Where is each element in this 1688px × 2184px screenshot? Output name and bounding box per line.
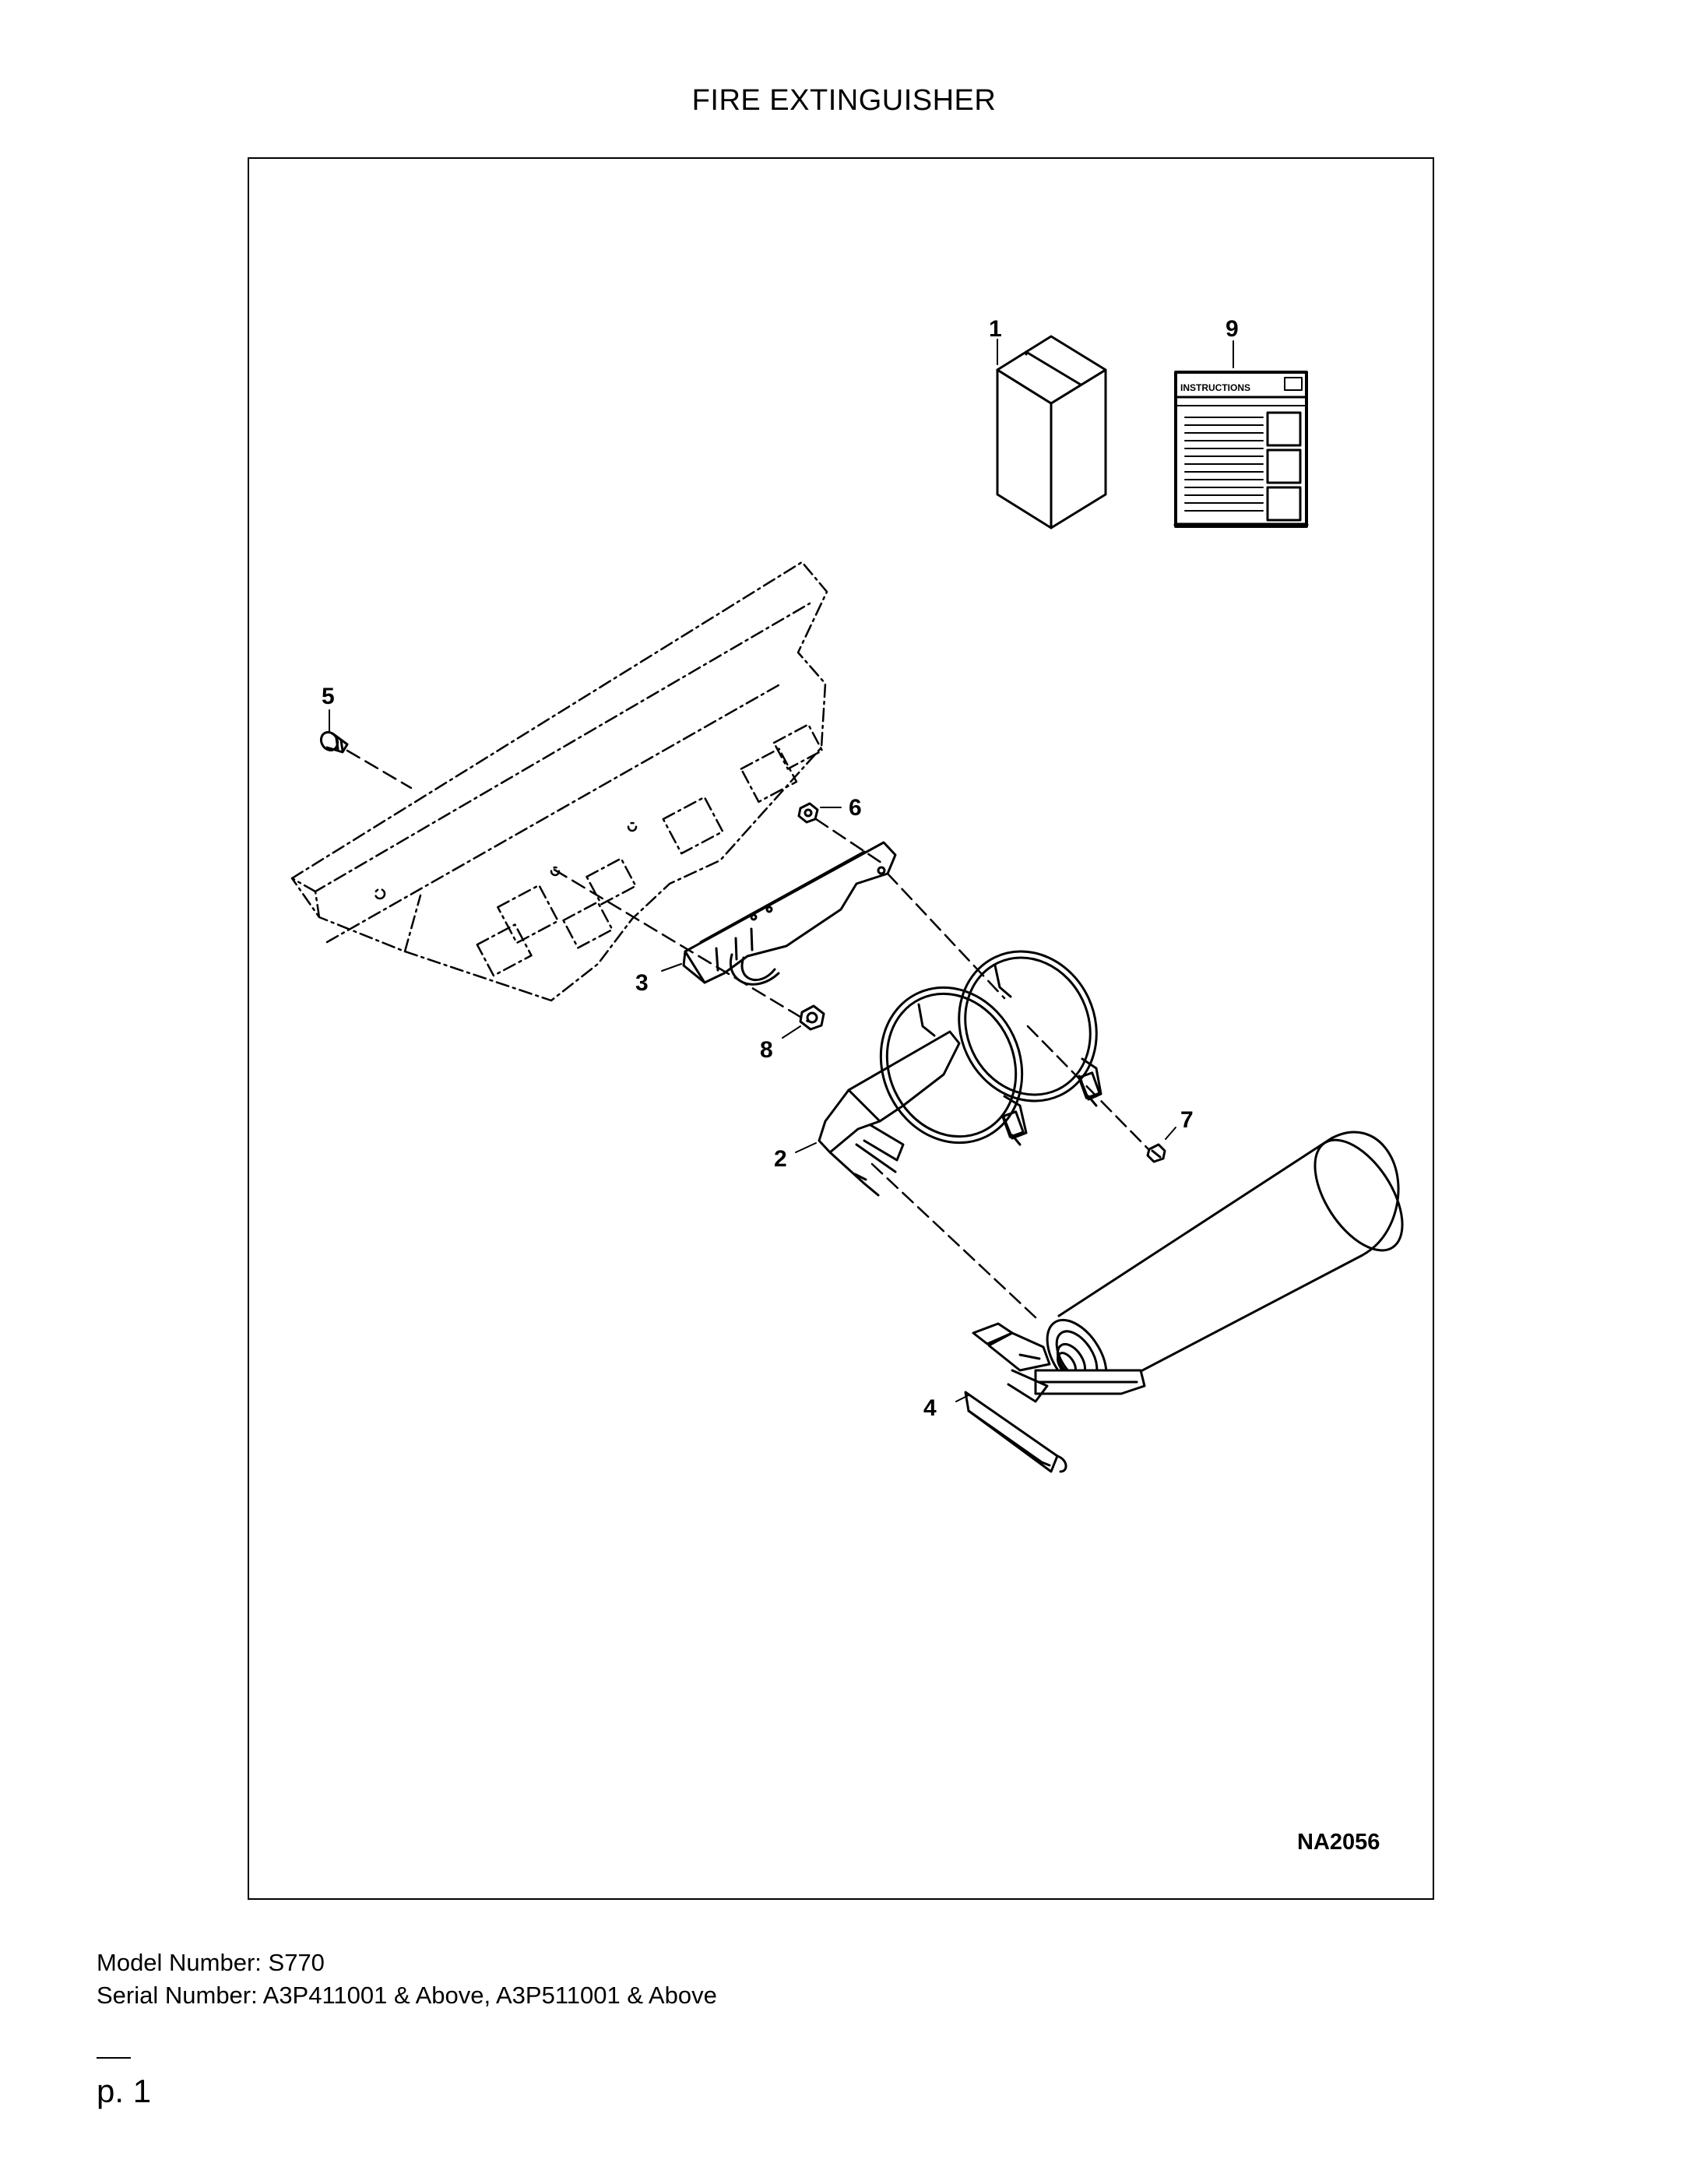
clamp-bracket-part xyxy=(818,950,1102,1197)
drawing-code: NA2056 xyxy=(1297,1830,1380,1855)
machine-panel-outline xyxy=(290,561,828,1002)
page-number-rule xyxy=(97,2057,131,2059)
callout-6: 6 xyxy=(849,795,862,821)
extinguisher-valve-handle-part xyxy=(964,1322,1146,1473)
nut-part xyxy=(797,802,819,824)
page-number: p. 1 xyxy=(97,2073,152,2109)
callout-1: 1 xyxy=(989,316,1002,342)
box-kit-part xyxy=(996,335,1107,529)
footer-info: Model Number: S770 Serial Number: A3P411… xyxy=(97,1947,717,2012)
callout-3: 3 xyxy=(635,970,649,996)
fire-extinguisher-cylinder xyxy=(1046,1131,1404,1395)
model-number: Model Number: S770 xyxy=(97,1949,325,1976)
callout-leaders xyxy=(329,339,1234,1402)
callout-5: 5 xyxy=(322,684,335,709)
mounting-bracket-part xyxy=(682,841,897,986)
callout-9: 9 xyxy=(1226,316,1239,342)
callout-8: 8 xyxy=(760,1037,773,1063)
callout-2: 2 xyxy=(774,1146,787,1172)
instructions-sheet-part xyxy=(1173,371,1309,528)
callout-7: 7 xyxy=(1180,1107,1194,1133)
page-title: FIRE EXTINGUISHER xyxy=(691,84,997,117)
instructions-label: INSTRUCTIONS xyxy=(1180,382,1250,393)
lock-nut-part xyxy=(799,1004,825,1031)
bolt-part xyxy=(319,730,349,754)
serial-number: Serial Number: A3P411001 & Above, A3P511… xyxy=(97,1982,717,2009)
diagram-frame xyxy=(248,157,1434,1900)
assembly-path-lines xyxy=(346,749,1150,1319)
callout-4: 4 xyxy=(923,1395,937,1421)
screw-part xyxy=(1146,1143,1166,1163)
